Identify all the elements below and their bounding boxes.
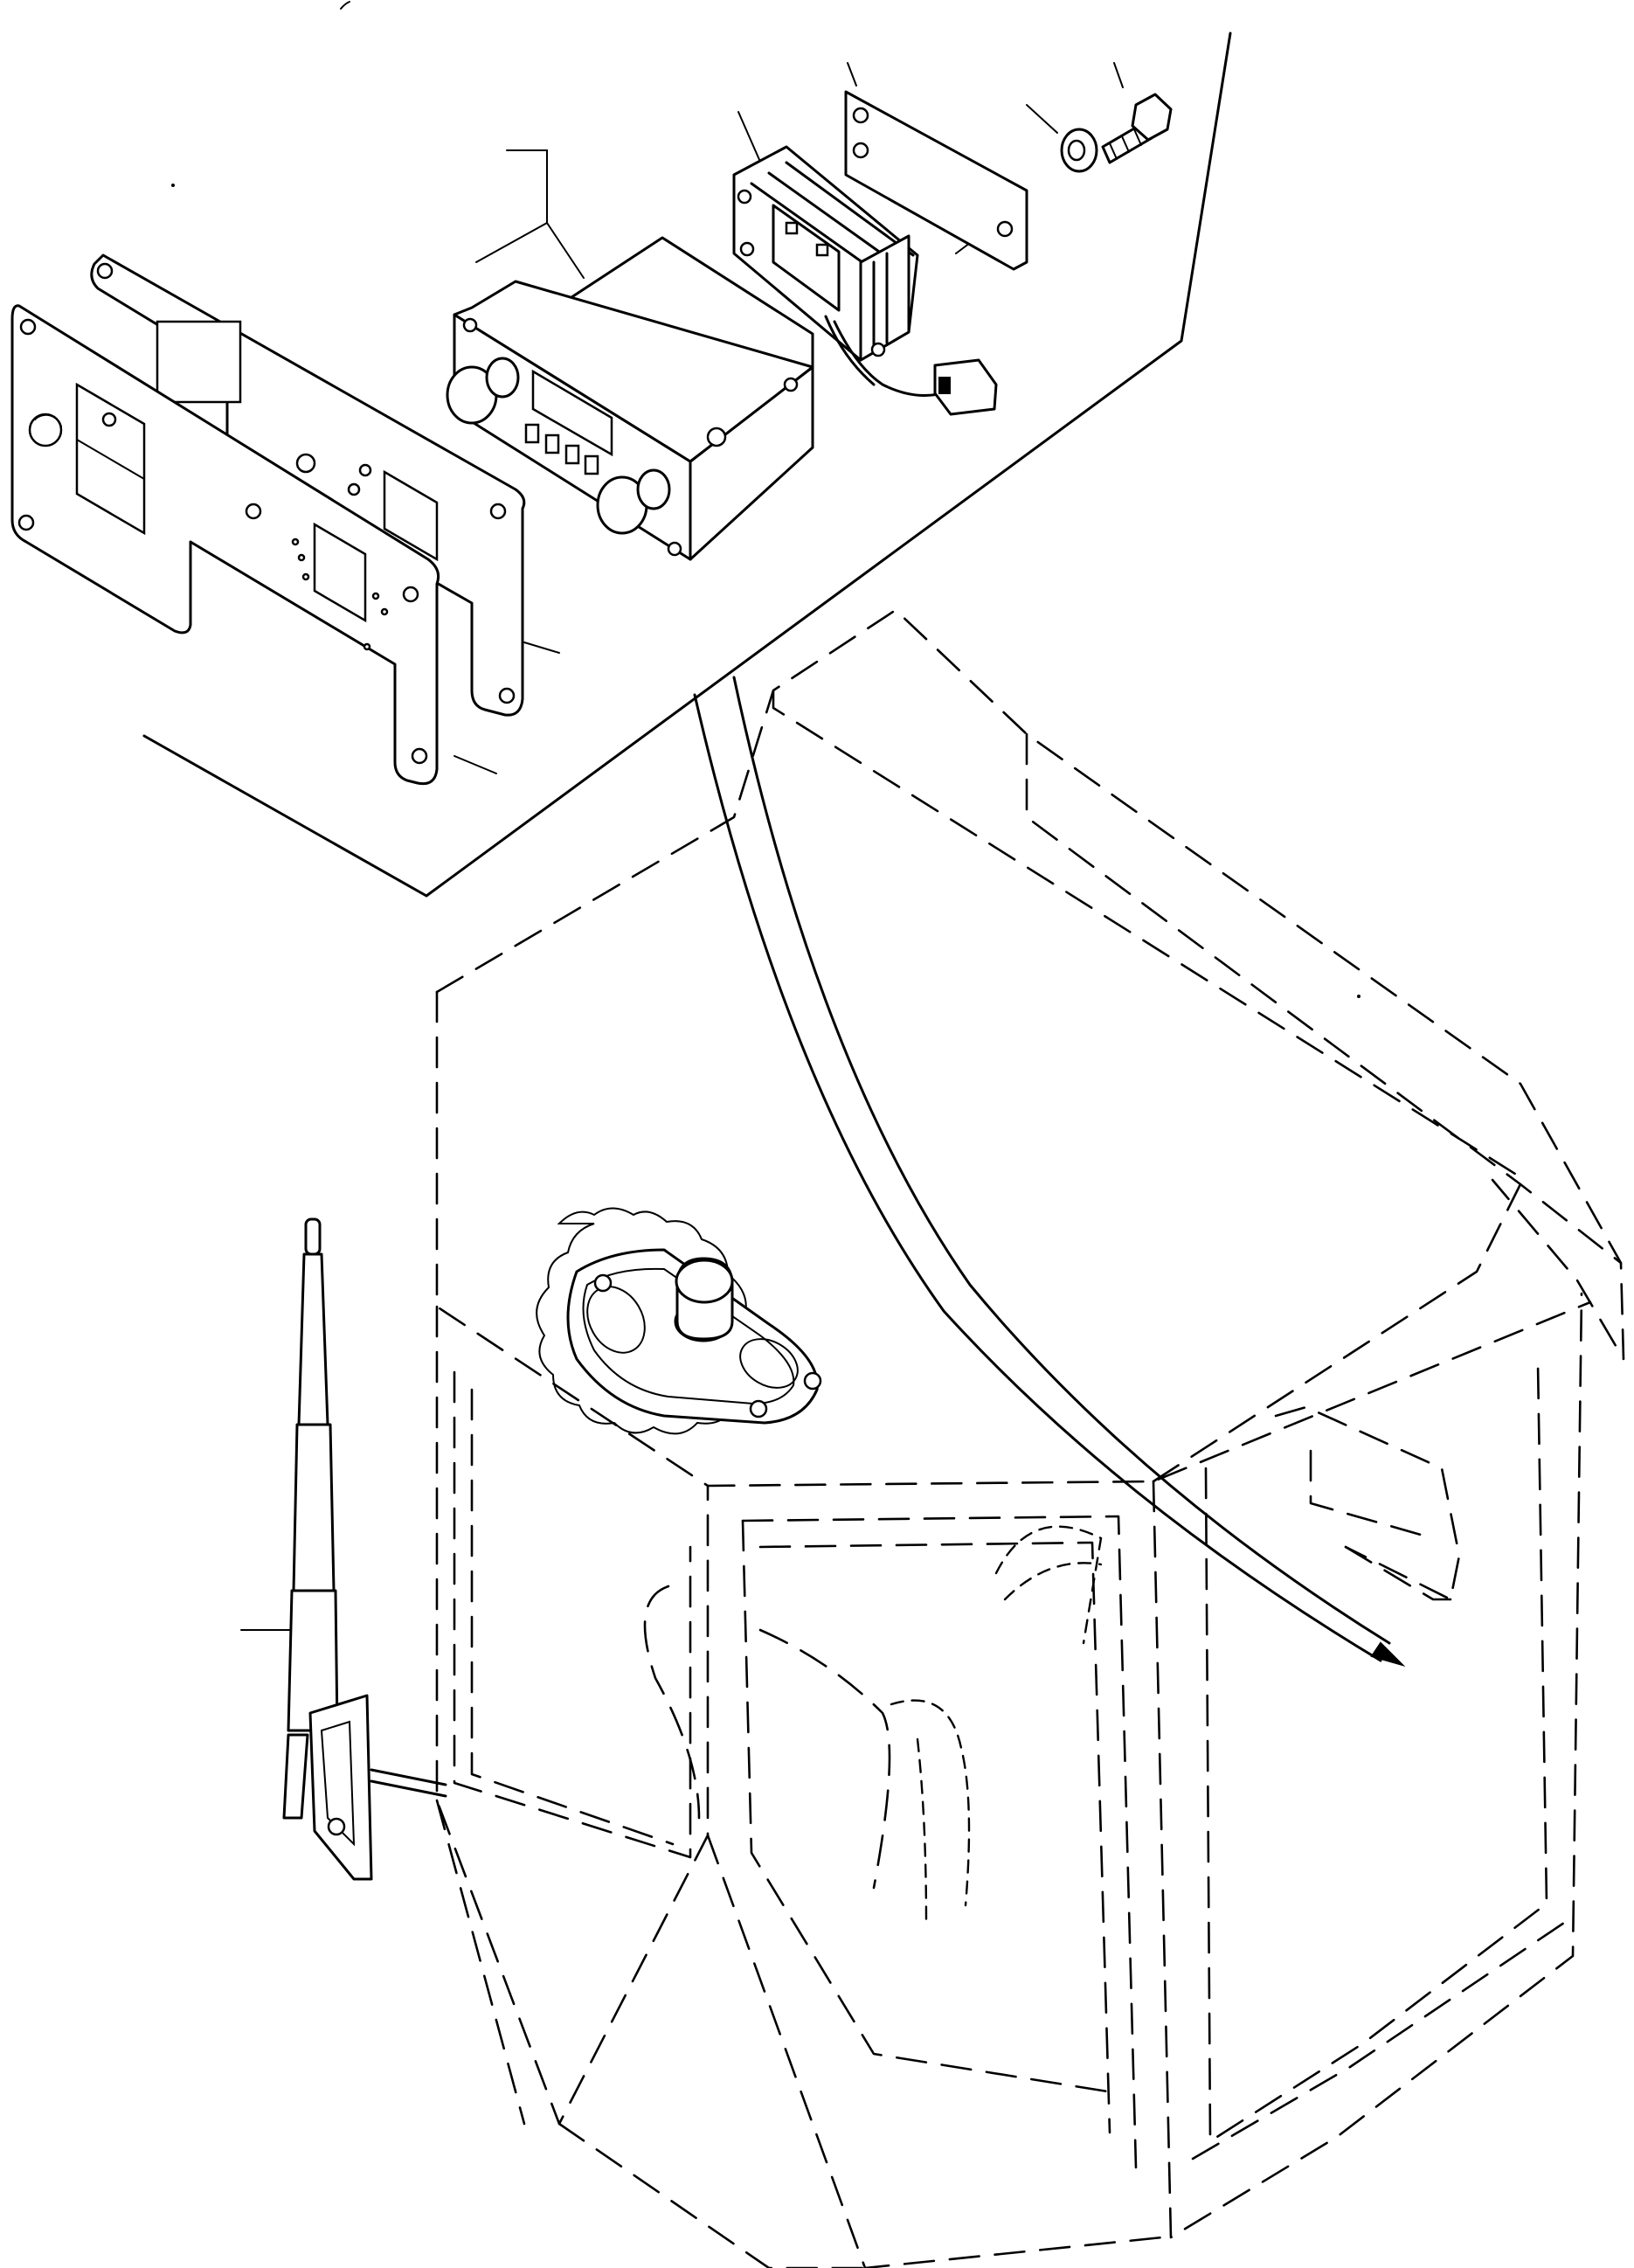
leader-lines — [240, 62, 1124, 1631]
bolt — [1101, 93, 1173, 164]
radio-unit — [446, 236, 814, 561]
speaker — [536, 1207, 822, 1435]
mounting-bracket-plate — [844, 90, 1028, 271]
washer — [1060, 128, 1098, 173]
voltage-converter — [732, 145, 998, 416]
panel-front — [10, 304, 440, 786]
edge-mark — [340, 1, 350, 10]
dot-mark — [1357, 995, 1361, 998]
detail-frame — [142, 31, 1232, 898]
dot-mark — [171, 184, 175, 187]
cab-outline — [435, 608, 1625, 2268]
antenna — [282, 1217, 447, 1881]
wire-route — [693, 676, 1406, 1668]
